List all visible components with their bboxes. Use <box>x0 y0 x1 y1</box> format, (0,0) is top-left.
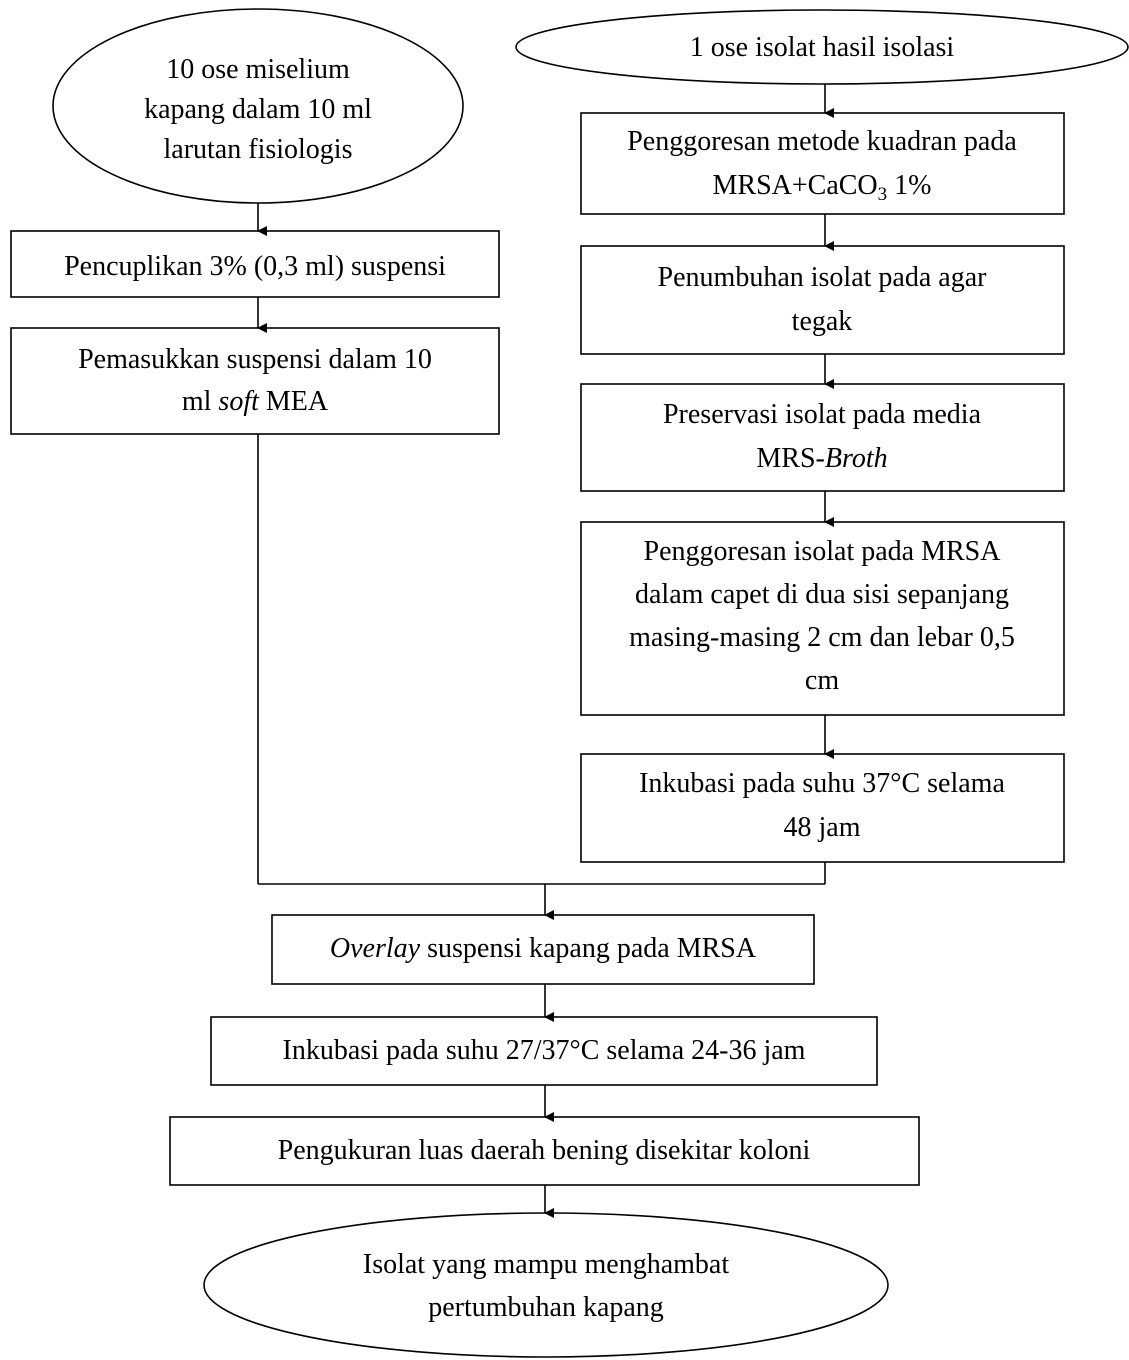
step-penggoresan-isolat-line-1: Penggoresan isolat pada MRSA <box>644 536 1002 567</box>
step-pengukuran: Pengukuran luas daerah bening disekitar … <box>169 1116 920 1186</box>
step-inkubasi-37-line-2: 48 jam <box>784 812 861 843</box>
step-penggoresan-isolat-line-2: dalam capet di dua sisi sepanjang <box>635 579 1009 610</box>
start-left-line-1: 10 ose miselium <box>166 54 350 85</box>
step-preservasi: Preservasi isolat pada media MRS-Broth <box>580 383 1065 492</box>
start-left-line-2: kapang dalam 10 ml <box>144 94 372 125</box>
end-line-2: pertumbuhan kapang <box>428 1292 664 1323</box>
step-penggoresan-kuadran-line-1: Penggoresan metode kuadran pada <box>627 126 1017 157</box>
step-penggoresan-kuadran-line-2: MRSA+CaCO3 1% <box>713 170 932 205</box>
step-penumbuhan-line-2: tegak <box>792 306 853 337</box>
step-penumbuhan-line-1: Penumbuhan isolat pada agar <box>658 262 988 293</box>
step-inkubasi-27-37-line-1: Inkubasi pada suhu 27/37°C selama 24-36 … <box>283 1035 806 1066</box>
step-preservasi-line-1: Preservasi isolat pada media <box>663 399 982 430</box>
step-penggoresan-isolat-line-3: masing-masing 2 cm dan lebar 0,5 <box>629 622 1015 653</box>
end-line-1: Isolat yang mampu menghambat <box>363 1249 729 1280</box>
start-node-right: 1 ose isolat hasil isolasi <box>515 9 1129 85</box>
step-inkubasi-27-37: Inkubasi pada suhu 27/37°C selama 24-36 … <box>210 1016 878 1086</box>
step-penggoresan-isolat: Penggoresan isolat pada MRSA dalam capet… <box>580 521 1065 716</box>
step-penumbuhan: Penumbuhan isolat pada agar tegak <box>580 245 1065 355</box>
step-overlay-line-1: Overlay suspensi kapang pada MRSA <box>330 933 757 964</box>
step-inkubasi-37-line-1: Inkubasi pada suhu 37°C selama <box>639 768 1005 799</box>
step-pemasukkan: Pemasukkan suspensi dalam 10 ml soft MEA <box>10 327 500 435</box>
step-pencuplikan-line-1: Pencuplikan 3% (0,3 ml) suspensi <box>64 251 446 282</box>
start-right-line-1: 1 ose isolat hasil isolasi <box>690 32 955 63</box>
step-preservasi-line-2: MRS-Broth <box>756 443 887 474</box>
start-left-line-3: larutan fisiologis <box>164 134 353 165</box>
step-inkubasi-37: Inkubasi pada suhu 37°C selama 48 jam <box>580 753 1065 863</box>
edges <box>257 84 834 1218</box>
step-penggoresan-kuadran: Penggoresan metode kuadran pada MRSA+CaC… <box>580 112 1065 215</box>
step-pencuplikan: Pencuplikan 3% (0,3 ml) suspensi <box>10 230 500 298</box>
step-pengukuran-line-1: Pengukuran luas daerah bening disekitar … <box>278 1135 811 1166</box>
step-pemasukkan-line-1: Pemasukkan suspensi dalam 10 <box>78 344 432 375</box>
step-penggoresan-isolat-line-4: cm <box>805 665 839 696</box>
end-node: Isolat yang mampu menghambat pertumbuhan… <box>203 1212 889 1358</box>
step-overlay: Overlay suspensi kapang pada MRSA <box>271 914 815 985</box>
start-node-left: 10 ose miselium kapang dalam 10 ml larut… <box>52 8 464 204</box>
step-pemasukkan-line-2: ml soft MEA <box>182 386 329 417</box>
